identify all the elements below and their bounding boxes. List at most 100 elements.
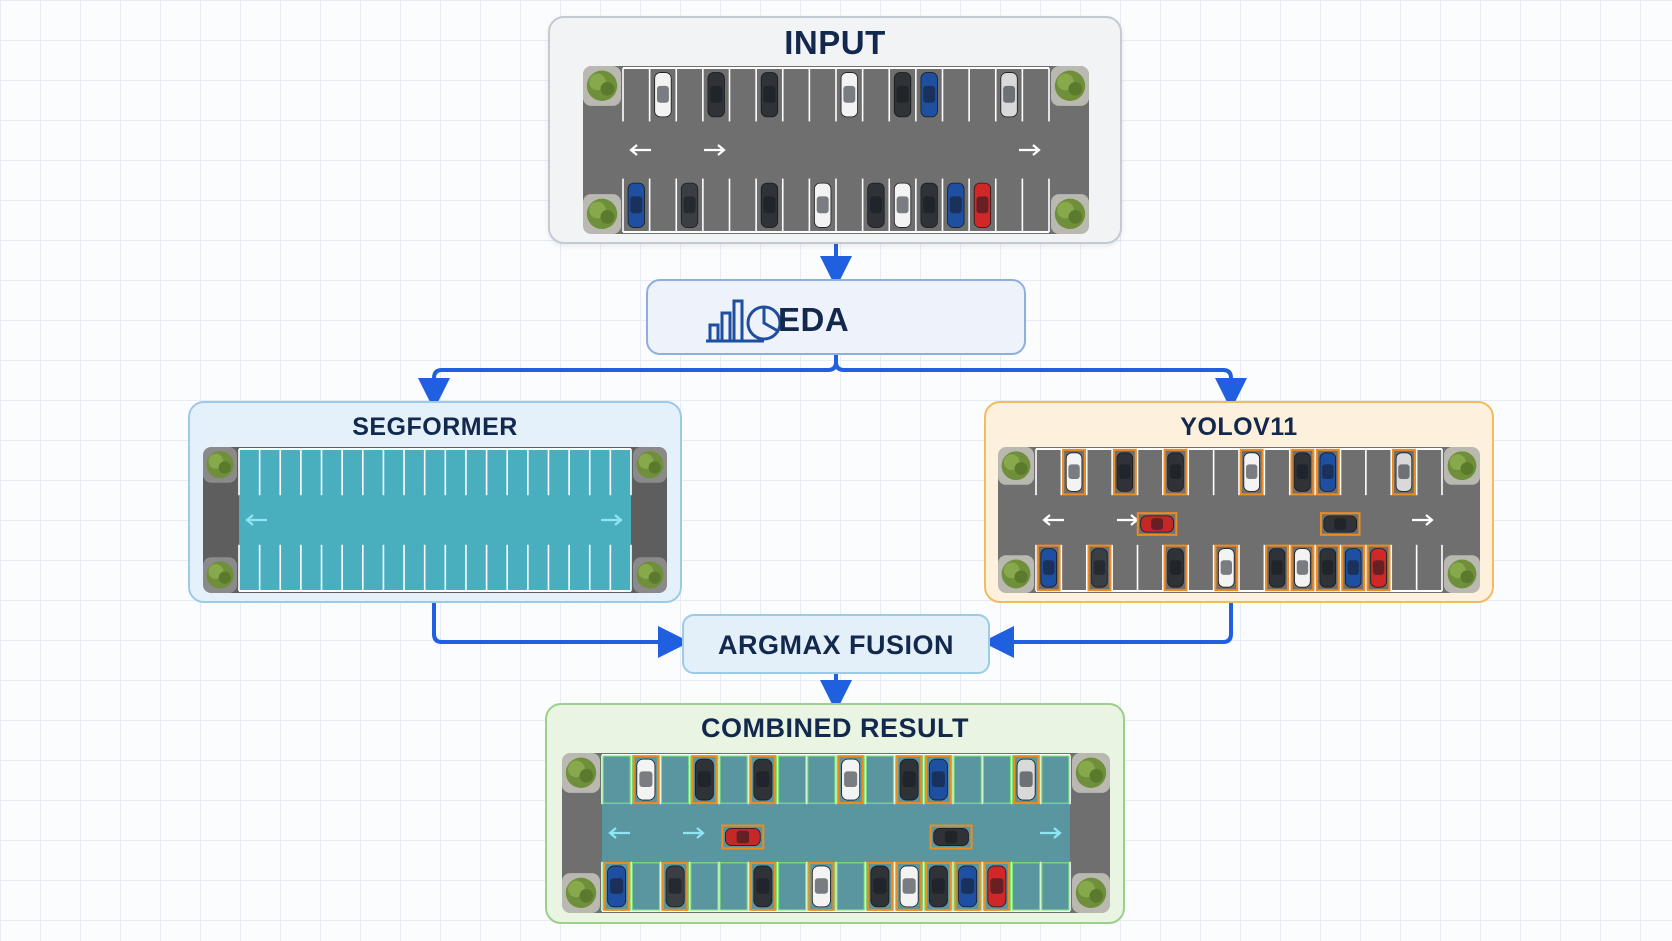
detection-box bbox=[1112, 448, 1137, 496]
detection-box bbox=[691, 755, 718, 805]
lane-arrow-icon bbox=[601, 514, 623, 526]
detection-box bbox=[1062, 448, 1086, 496]
detection-box bbox=[1136, 512, 1178, 536]
car-roof bbox=[1003, 85, 1016, 103]
car-roof bbox=[844, 771, 858, 787]
car bbox=[920, 72, 938, 118]
car bbox=[958, 865, 978, 908]
detection-box bbox=[603, 861, 630, 911]
detection-box bbox=[896, 861, 923, 911]
car bbox=[665, 865, 685, 908]
car-roof bbox=[990, 878, 1004, 894]
car bbox=[928, 758, 948, 801]
arrow-eda-to-yolo bbox=[834, 361, 1247, 410]
car-roof bbox=[1119, 464, 1131, 480]
detection-box bbox=[721, 824, 765, 850]
tree-icon bbox=[1001, 559, 1031, 589]
detection-box bbox=[1315, 448, 1340, 496]
detection-box bbox=[1163, 448, 1188, 496]
car-roof bbox=[902, 771, 916, 787]
result-title: COMBINED RESULT bbox=[701, 713, 969, 743]
detection-box bbox=[925, 861, 952, 911]
car bbox=[840, 72, 858, 118]
car-roof bbox=[710, 85, 723, 103]
car-roof bbox=[902, 878, 916, 894]
stall-outline bbox=[777, 862, 807, 911]
car-roof bbox=[697, 771, 711, 787]
car-roof bbox=[923, 196, 936, 214]
stall-outline bbox=[631, 862, 661, 911]
fusion-title: ARGMAX FUSION bbox=[718, 630, 954, 660]
car-roof bbox=[869, 196, 882, 214]
car-roof bbox=[949, 196, 962, 214]
detection-box bbox=[808, 861, 835, 911]
car bbox=[753, 758, 773, 801]
car-roof bbox=[1151, 518, 1163, 530]
stall-outline bbox=[865, 755, 895, 804]
tree-icon bbox=[206, 561, 234, 589]
car bbox=[867, 182, 885, 228]
car-roof bbox=[814, 878, 828, 894]
car bbox=[753, 865, 773, 908]
car-roof bbox=[756, 878, 770, 894]
car bbox=[654, 72, 672, 118]
car bbox=[1319, 548, 1337, 588]
lane-arrow-icon bbox=[1040, 827, 1062, 839]
car-roof bbox=[763, 85, 776, 103]
stall-outline bbox=[690, 862, 719, 911]
car-roof bbox=[736, 830, 750, 844]
stall-outline bbox=[719, 862, 748, 911]
car bbox=[1344, 548, 1362, 588]
car bbox=[1140, 515, 1174, 533]
car bbox=[1218, 548, 1235, 588]
car bbox=[707, 72, 725, 118]
stall-outline bbox=[660, 755, 690, 804]
tree-icon bbox=[206, 451, 234, 479]
car-roof bbox=[639, 771, 653, 787]
detection-box bbox=[749, 755, 776, 805]
lane-arrow-icon bbox=[704, 144, 726, 156]
detection-box bbox=[954, 861, 981, 911]
car-roof bbox=[1296, 560, 1309, 575]
chart-icon bbox=[706, 299, 782, 343]
lane-arrow-icon bbox=[608, 827, 630, 839]
car bbox=[1000, 72, 1018, 118]
detection-box bbox=[1366, 544, 1391, 592]
car bbox=[1167, 548, 1184, 588]
tree-icon bbox=[1054, 70, 1086, 101]
car bbox=[841, 758, 861, 801]
car-roof bbox=[816, 196, 829, 214]
stall-outline bbox=[719, 755, 748, 804]
tree-icon bbox=[636, 451, 664, 479]
detection-box bbox=[662, 861, 689, 911]
input-parking-image bbox=[583, 66, 1089, 234]
car bbox=[725, 827, 761, 847]
car-roof bbox=[1169, 464, 1182, 480]
segformer-mask-image bbox=[203, 447, 667, 593]
car bbox=[899, 758, 919, 801]
car bbox=[1323, 515, 1358, 533]
detection-box bbox=[1341, 544, 1366, 592]
car-roof bbox=[1043, 560, 1055, 575]
car-roof bbox=[843, 85, 856, 103]
car bbox=[1016, 758, 1036, 801]
input-title: INPUT bbox=[784, 24, 886, 61]
car-roof bbox=[873, 878, 887, 894]
car bbox=[893, 182, 912, 228]
car-roof bbox=[976, 196, 989, 214]
tree-icon bbox=[586, 198, 618, 230]
detection-box bbox=[1013, 755, 1040, 805]
car bbox=[1319, 452, 1337, 492]
car-roof bbox=[1296, 464, 1309, 480]
car bbox=[760, 72, 779, 118]
arrow-eda-to-segformer bbox=[418, 355, 838, 410]
stall-outline bbox=[836, 862, 865, 911]
tree-icon bbox=[1447, 451, 1477, 481]
car bbox=[1065, 452, 1083, 492]
detection-box bbox=[866, 861, 893, 911]
car-roof bbox=[1398, 464, 1410, 480]
detection-box bbox=[837, 755, 864, 805]
detection-box bbox=[929, 824, 973, 850]
detection-box bbox=[1290, 448, 1315, 496]
car-roof bbox=[668, 878, 682, 894]
